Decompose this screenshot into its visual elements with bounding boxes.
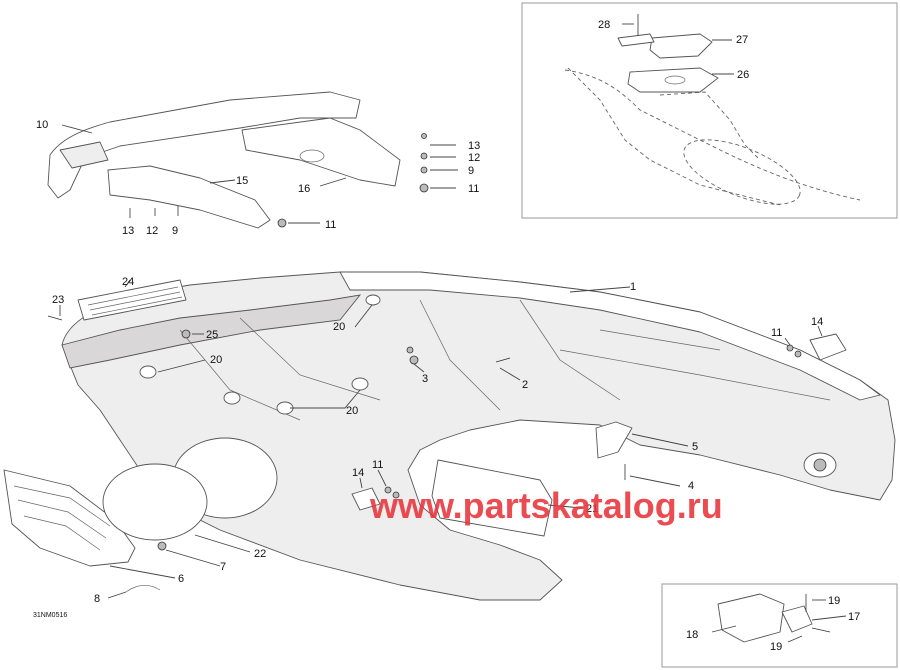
plugs: 20 20 20 [139, 294, 381, 417]
callout-21: 21 [586, 503, 598, 515]
part-24-grille-slots [87, 286, 183, 316]
part-3-nut [409, 355, 419, 365]
callout-9-left: 9 [172, 225, 178, 237]
callout-11-left: 11 [325, 219, 336, 231]
part-13-washer-right [421, 133, 427, 139]
callout-24: 24 [122, 276, 134, 288]
part-5-bracket [595, 421, 633, 459]
callout-20-left: 20 [210, 354, 222, 366]
callout-17: 17 [848, 611, 860, 623]
inset-frame-ghost-upper [564, 69, 861, 201]
callout-8: 8 [94, 593, 100, 605]
callout-25: 25 [206, 329, 218, 341]
part-2-rivet [495, 357, 511, 363]
callout-10: 10 [36, 119, 48, 131]
part-26-hole [664, 75, 686, 85]
callout-15: 15 [236, 175, 248, 187]
part-1-inner-ribs [179, 299, 621, 421]
part-7-grommet [157, 541, 167, 551]
callout-11-upper-right: 11 [771, 327, 782, 339]
callout-16: 16 [298, 183, 310, 195]
part-21-panel [431, 459, 553, 537]
callout-11-lower: 11 [372, 459, 383, 471]
part-19-bolt-bottom [811, 627, 831, 633]
callout-5: 5 [692, 441, 698, 453]
part-6-cover-slats [13, 485, 111, 551]
part-11-nut-lower-a [384, 486, 392, 494]
callout-22: 22 [254, 548, 266, 560]
callout-6: 6 [178, 573, 184, 585]
callout-20-top: 20 [333, 321, 345, 333]
part-1-tunnel-top [339, 271, 881, 401]
part-20-plug-mid [223, 391, 241, 405]
rack-assembly: 10 13 12 9 11 15 16 11 13 12 9 [36, 91, 480, 237]
part-8-cable-tie [125, 585, 161, 593]
part-17-plate [781, 605, 813, 633]
inset-frame-ghost-side [659, 91, 761, 161]
callout-23: 23 [52, 294, 64, 306]
watermark: www.partskatalog.ru [369, 485, 723, 526]
part-26-plate [627, 67, 719, 93]
callout-4: 4 [688, 480, 694, 492]
part-18-bracket [717, 593, 785, 643]
callout-19-top: 19 [828, 595, 840, 607]
callout-1: 1 [630, 281, 636, 293]
callout-13-left: 13 [122, 225, 134, 237]
callout-11-right: 11 [468, 183, 479, 195]
part-11-nut-left [277, 218, 287, 228]
drawing-code: 31NM0516 [33, 612, 67, 619]
callout-3: 3 [422, 373, 428, 385]
inset-top-right: 28 27 26 [521, 2, 898, 219]
part-12-washer-right [420, 152, 428, 160]
callout-27: 27 [736, 34, 748, 46]
part-1-rear-bumper [61, 294, 362, 369]
part-22-cap [102, 463, 208, 541]
part-28-strap [617, 33, 655, 47]
part-14-bracket-right [809, 333, 847, 361]
part-9-bolt-right [420, 166, 428, 174]
inset-bottom-right: 19 17 18 19 [661, 583, 898, 668]
inset-frame-ghost-hole [683, 139, 801, 205]
callout-7: 7 [220, 561, 226, 573]
part-20-plug-right [351, 377, 369, 391]
callout-12-right: 12 [468, 152, 480, 164]
part-25-clip [181, 329, 191, 339]
callout-19-bottom: 19 [770, 641, 782, 653]
callout-28: 28 [598, 19, 610, 31]
part-15-bracket [107, 165, 271, 229]
part-11-nut-lower-b [392, 491, 400, 499]
grille-area: 24 23 25 [47, 276, 218, 341]
callout-2: 2 [522, 379, 528, 391]
part-24-grille [77, 279, 187, 321]
inset-top-right-frame [521, 2, 898, 219]
callout-13-right: 13 [468, 140, 480, 152]
main-frame-assembly: 1 [61, 271, 896, 601]
part-20-plug-top [365, 294, 381, 306]
callout-14-left: 14 [352, 467, 364, 479]
part-1-side-ribs [559, 329, 831, 401]
part-11-nut-right [419, 183, 429, 193]
callout-20-bottom: 20 [346, 405, 358, 417]
side-parts: 6 7 8 22 21 [3, 459, 598, 605]
callout-9-right: 9 [468, 165, 474, 177]
part-14-bracket-left [351, 487, 381, 511]
part-11-nut-upper-right-a [786, 344, 794, 352]
part-20-plug-left [139, 365, 157, 379]
part-10-rack-end [59, 141, 109, 169]
part-6-side-cover [3, 469, 136, 567]
part-23-screw [47, 315, 63, 321]
callout-18: 18 [686, 629, 698, 641]
inset-frame-ghost-lower [567, 67, 781, 206]
callout-26: 26 [737, 69, 749, 81]
part-16-hole [299, 149, 325, 163]
part-11-nut-upper-right-b [794, 350, 802, 358]
part-3-washer [406, 346, 414, 354]
part-27-bracket [649, 33, 713, 59]
fasteners: 3 2 5 4 14 11 14 11 [351, 316, 847, 511]
callout-12-left: 12 [146, 225, 158, 237]
callout-14-right: 14 [811, 316, 823, 328]
part-1-axle-hole [813, 458, 827, 472]
